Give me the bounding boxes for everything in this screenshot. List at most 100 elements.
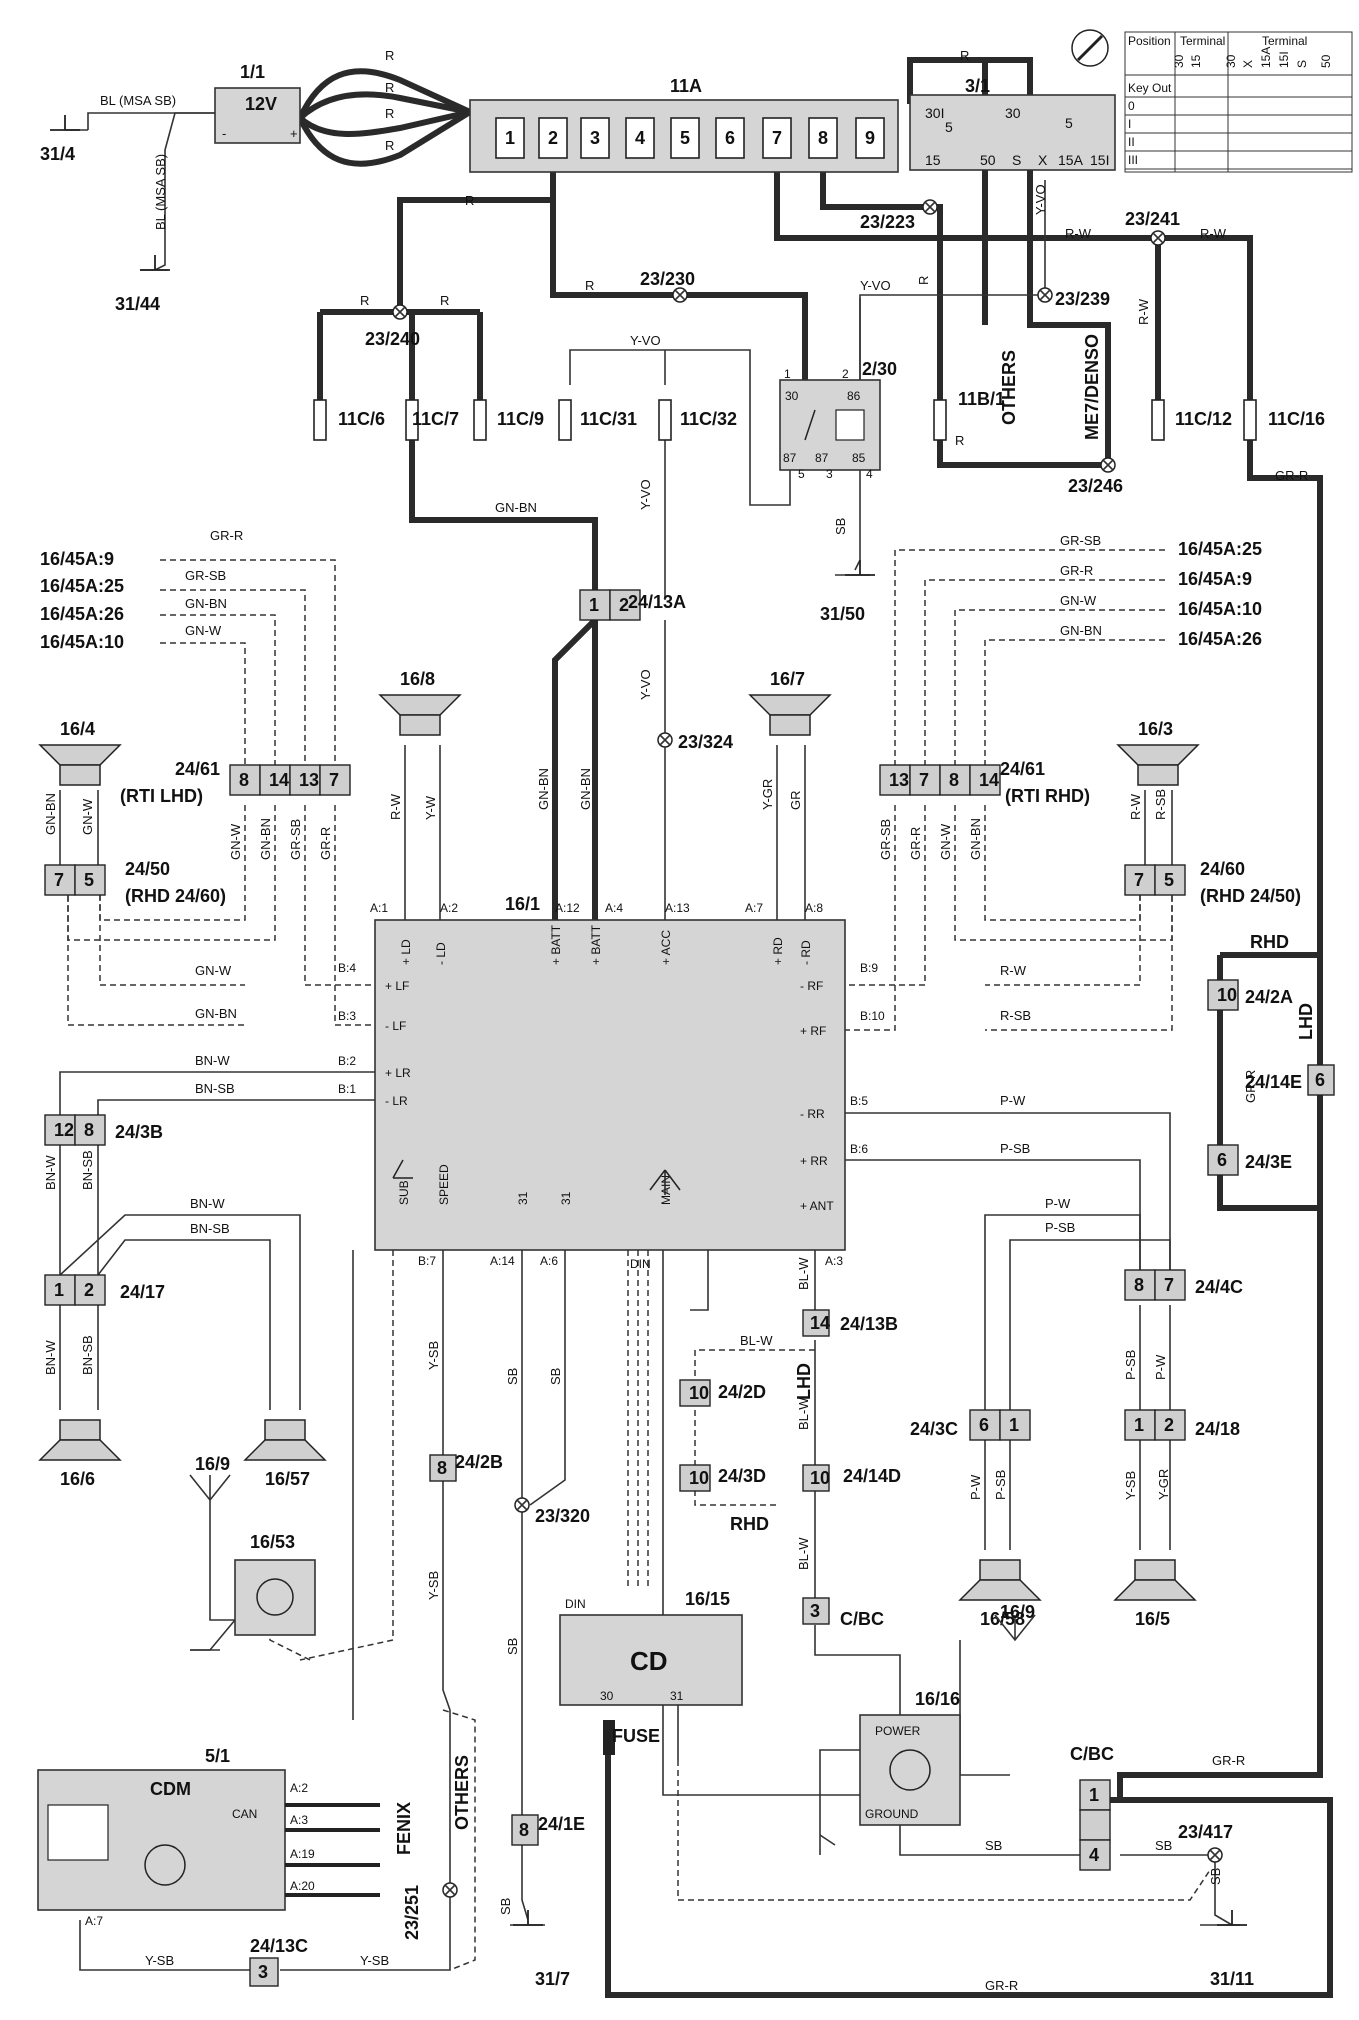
splice-cross bbox=[394, 306, 406, 318]
wire-color-label: GN-BN bbox=[968, 818, 983, 860]
wire-color-label: P-SB bbox=[993, 1470, 1008, 1500]
connector-cell bbox=[802, 1597, 830, 1625]
radio-pin-left: - LR bbox=[385, 1094, 408, 1108]
connector-cell bbox=[1307, 1064, 1335, 1096]
connector-cell bbox=[969, 764, 1001, 796]
connector-label: 24/61 bbox=[175, 759, 220, 779]
region-label: ME7/DENSO bbox=[1082, 334, 1102, 440]
fuse-number: 2 bbox=[548, 128, 558, 148]
fuse-11c bbox=[558, 399, 572, 441]
svg-text:87: 87 bbox=[815, 451, 829, 465]
wire-color-label: R-SB bbox=[1153, 789, 1168, 820]
connector-label: (RTI LHD) bbox=[120, 786, 203, 806]
connector-cell bbox=[229, 764, 261, 796]
speaker-label: 16/7 bbox=[770, 669, 805, 689]
svg-text:A:3: A:3 bbox=[290, 1813, 308, 1827]
wire-color-label: GN-BN bbox=[185, 596, 227, 611]
wire-color-label: GN-BN bbox=[578, 768, 593, 810]
connector-pin: 12 bbox=[54, 1120, 74, 1140]
pin-label: B:2 bbox=[338, 1054, 356, 1068]
svg-text:86: 86 bbox=[847, 389, 861, 403]
svg-text:30: 30 bbox=[1005, 105, 1021, 121]
antenna-label: 16/9 bbox=[195, 1454, 230, 1474]
svg-text:Position: Position bbox=[1128, 34, 1171, 48]
splice-cross bbox=[674, 289, 686, 301]
connector-pin: 1 bbox=[1134, 1415, 1144, 1435]
wire-color-label: GR-R bbox=[1275, 468, 1308, 483]
fuse-number: 9 bbox=[865, 128, 875, 148]
fuse-11c bbox=[313, 399, 327, 441]
ground-icon bbox=[845, 560, 875, 576]
ground-label: 31/4 bbox=[40, 144, 75, 164]
wire-color-label: BL (MSA SB) bbox=[153, 154, 168, 230]
remote-connector-label: 16/45A:9 bbox=[1178, 569, 1252, 589]
connector-label: 24/60 bbox=[1200, 859, 1245, 879]
connector-label: (RHD 24/60) bbox=[125, 886, 226, 906]
radio-pin-bottom: 31 bbox=[559, 1191, 573, 1205]
svg-text:50: 50 bbox=[980, 152, 996, 168]
svg-text:CD: CD bbox=[630, 1646, 668, 1676]
wire-color-label: P-SB bbox=[1045, 1220, 1075, 1235]
connector-cell bbox=[74, 1274, 106, 1306]
pin-label: B:3 bbox=[338, 1009, 356, 1023]
radio-pin-right: + RR bbox=[800, 1154, 828, 1168]
wire-color-label: GR-R bbox=[1243, 1070, 1258, 1103]
wire-color-label: Y-VO bbox=[638, 669, 653, 700]
wire-color-label: GN-W bbox=[185, 623, 222, 638]
connector-label: C/BC bbox=[840, 1609, 884, 1629]
region-label: OTHERS bbox=[452, 1755, 472, 1830]
speaker-icon bbox=[958, 1579, 1042, 1601]
wire-color-label: Y-VO bbox=[630, 333, 661, 348]
relay-coil-icon bbox=[835, 409, 865, 441]
fuse-label: 11C/12 bbox=[1175, 409, 1232, 429]
connector-pin: 6 bbox=[1315, 1070, 1325, 1090]
wire-color-label: BN-SB bbox=[80, 1335, 95, 1375]
connector-label: 24/13A bbox=[628, 592, 686, 612]
wire-color-label: SB bbox=[1155, 1838, 1172, 1853]
connector-cell bbox=[1124, 864, 1156, 896]
speaker-label: 16/57 bbox=[265, 1469, 310, 1489]
fuse-cell bbox=[715, 117, 745, 159]
wire-color-label: Y-VO bbox=[1033, 184, 1048, 215]
splice-cross bbox=[659, 734, 671, 746]
splice-cross bbox=[1039, 289, 1051, 301]
svg-text:CDM: CDM bbox=[150, 1779, 191, 1799]
antenna-label: 16/9 bbox=[1000, 1602, 1035, 1622]
speaker-magnet bbox=[59, 764, 101, 786]
region-label: LHD bbox=[1296, 1003, 1316, 1040]
region-label: OTHERS bbox=[999, 350, 1019, 425]
pin-label: B:10 bbox=[860, 1009, 885, 1023]
svg-text:1: 1 bbox=[784, 367, 791, 381]
wire-color-label: Y-W bbox=[423, 795, 438, 820]
remote-connector-label: 16/45A:26 bbox=[40, 604, 124, 624]
speaker-icon bbox=[1113, 1579, 1197, 1601]
wire-color-label: GN-BN bbox=[536, 768, 551, 810]
fuse-label: 11B/1 bbox=[958, 389, 1005, 409]
wire-color-label: GN-BN bbox=[195, 1006, 237, 1021]
connector-cell bbox=[1154, 864, 1186, 896]
wire-color-label: Y-VO bbox=[860, 278, 891, 293]
connector-cell bbox=[429, 1454, 457, 1482]
connector-label: 24/14E bbox=[1245, 1072, 1302, 1092]
connector-cell bbox=[802, 1309, 830, 1337]
wire-color-label: R bbox=[385, 80, 394, 95]
fuse-number: 3 bbox=[590, 128, 600, 148]
ground-label: 31/11 bbox=[1210, 1969, 1254, 1989]
table-row-label: I bbox=[1128, 117, 1131, 131]
wire-color-label: R bbox=[385, 48, 394, 63]
pin-label: B:6 bbox=[850, 1142, 868, 1156]
fuse-number: 5 bbox=[680, 128, 690, 148]
fuse-number: 4 bbox=[635, 128, 645, 148]
svg-text:31: 31 bbox=[670, 1689, 684, 1703]
pin-label: A:8 bbox=[805, 901, 823, 915]
svg-text:87: 87 bbox=[783, 451, 797, 465]
splice-label: 23/241 bbox=[1125, 209, 1180, 229]
svg-text:DIN: DIN bbox=[565, 1597, 586, 1611]
connector-cell bbox=[74, 864, 106, 896]
wire-color-label: Y-SB bbox=[360, 1953, 389, 1968]
wire-color-label: Y-SB bbox=[426, 1341, 441, 1370]
svg-text:S: S bbox=[1012, 152, 1021, 168]
connector-label: 24/3C bbox=[910, 1419, 958, 1439]
connector-label: 24/14D bbox=[843, 1466, 901, 1486]
